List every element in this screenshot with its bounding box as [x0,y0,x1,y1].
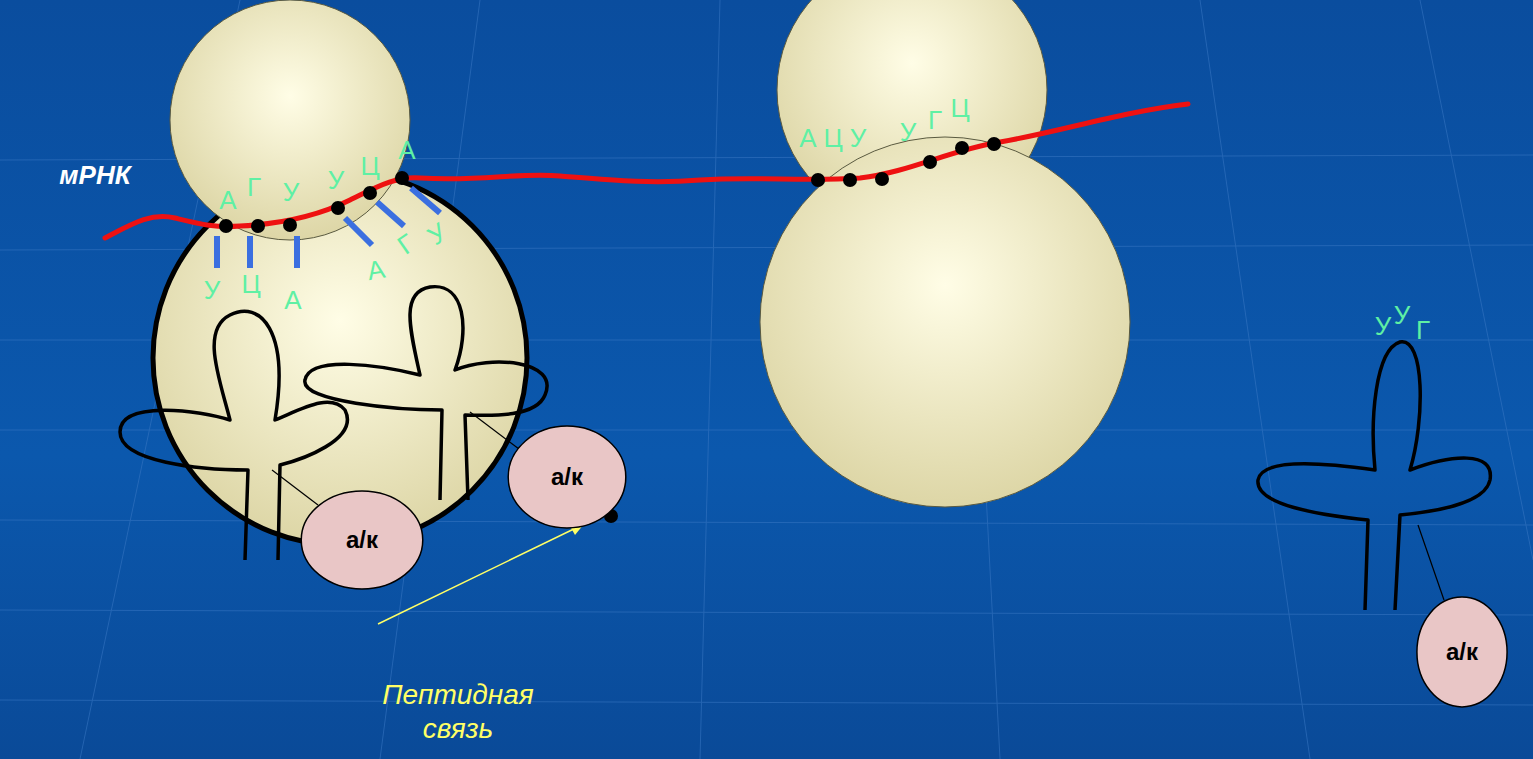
codon-letter: А [799,125,816,151]
codon-letter: Ц [950,95,969,121]
codon-letter: У [900,119,917,145]
mrna-label: мРНК [59,160,130,191]
base-pair-bar [217,188,440,268]
codon-letter: Г [247,174,261,200]
anticodon-letter: У [1394,302,1411,328]
codon-letter: Ц [360,153,379,179]
trna-link [272,412,1444,600]
trna [120,287,1490,610]
amino-acid-label: а/к [346,526,378,554]
anticodon-letter: Ц [241,271,260,297]
amino-acid-oval: а/к [1416,596,1508,708]
anticodon-letter: А [284,287,301,313]
anticodon-letter: У [204,277,221,303]
codon-letter: А [219,187,236,213]
codon-letter: У [283,179,300,205]
anticodon-letter: У [423,219,451,250]
anticodon-letter: Г [1416,317,1430,343]
codon-letter: Г [928,107,942,133]
callout-label: Пептидная связь [363,678,553,745]
nucleotide-dot [219,137,1001,233]
amino-acid-oval: а/к [507,425,627,529]
codon-letter: А [398,137,415,163]
amino-acid-label: а/к [1446,638,1478,666]
mrna-strand [105,104,1188,238]
codon-letter: У [850,125,867,151]
codon-letter: У [328,167,345,193]
anticodon-letter: А [365,256,387,285]
amino-acid-oval: а/к [300,490,424,590]
amino-acid-label: а/к [551,463,583,491]
anticodon-letter: Г [393,229,419,258]
large-subunit [760,137,1130,507]
small-subunit [170,0,410,240]
anticodon-letter: У [1375,313,1392,339]
codon-letter: Ц [823,125,842,151]
